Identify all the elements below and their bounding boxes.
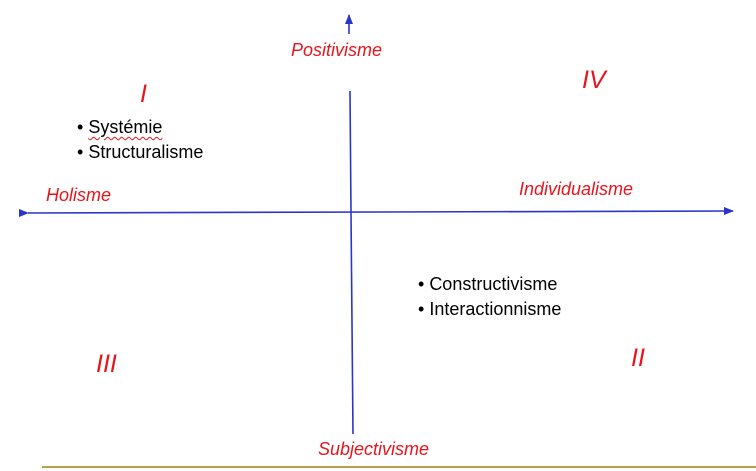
axis-label-top: Positivisme	[291, 40, 383, 60]
list-item-text: Systémie	[88, 117, 163, 137]
bullet-list-top-left: Systémie Structuralisme	[77, 115, 203, 165]
vertical-axis-lower	[350, 212, 354, 435]
quadrant-label-iii: III	[96, 350, 117, 378]
axis-label-left: Holisme	[46, 185, 112, 205]
axis-label-bottom: Subjectivisme	[318, 439, 430, 459]
list-item: Interactionnisme	[418, 297, 561, 322]
quadrant-label-i: I	[140, 80, 147, 108]
list-item: Constructivisme	[418, 272, 561, 297]
list-item: Structuralisme	[77, 140, 203, 165]
horizontal-axis	[18, 207, 734, 218]
list-item-text: Structuralisme	[88, 142, 204, 162]
axis-label-right: Individualisme	[519, 179, 634, 199]
list-item: Systémie	[77, 115, 203, 140]
vertical-axis-upper	[349, 90, 352, 214]
quadrant-label-ii: II	[631, 344, 645, 372]
list-item-text: Constructivisme	[429, 274, 558, 294]
bullet-list-bottom-right: Constructivisme Interactionnisme	[418, 272, 561, 322]
list-item-text: Interactionnisme	[429, 299, 562, 319]
quadrant-label-iv: IV	[582, 66, 606, 94]
